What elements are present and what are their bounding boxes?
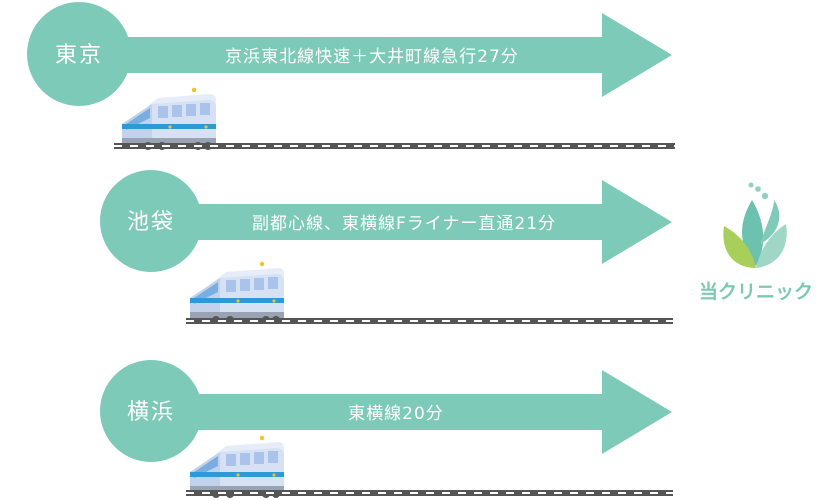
clinic-logo: 当クリニック bbox=[699, 182, 813, 303]
clinic-name: 当クリニック bbox=[699, 280, 813, 303]
station-circle bbox=[100, 360, 202, 462]
route-label: 東横線20分 bbox=[348, 404, 444, 424]
route-row-ikebukuro: 池袋 副都心線、東横線Fライナー直通21分 bbox=[100, 170, 673, 324]
train-icon bbox=[190, 435, 284, 498]
rail-track bbox=[186, 490, 673, 496]
leaf-logo-icon bbox=[723, 182, 787, 268]
route-label: 京浜東北線快速＋大井町線急行27分 bbox=[225, 47, 519, 67]
train-icon bbox=[122, 87, 216, 150]
route-arrow bbox=[180, 180, 672, 264]
station-label: 横浜 bbox=[127, 400, 175, 425]
rail-track bbox=[114, 143, 675, 149]
route-arrow bbox=[180, 370, 672, 454]
station-label: 東京 bbox=[55, 43, 103, 68]
train-icon bbox=[190, 261, 284, 324]
station-circle bbox=[27, 2, 131, 106]
route-arrow bbox=[110, 13, 672, 97]
rail-track bbox=[186, 318, 673, 324]
route-row-yokohama: 横浜 東横線20分 bbox=[100, 360, 673, 498]
station-label: 池袋 bbox=[127, 210, 175, 235]
route-row-tokyo: 東京 京浜東北線快速＋大井町線急行27分 bbox=[27, 2, 675, 150]
route-label: 副都心線、東横線Fライナー直通21分 bbox=[252, 214, 556, 234]
station-circle bbox=[100, 170, 202, 272]
